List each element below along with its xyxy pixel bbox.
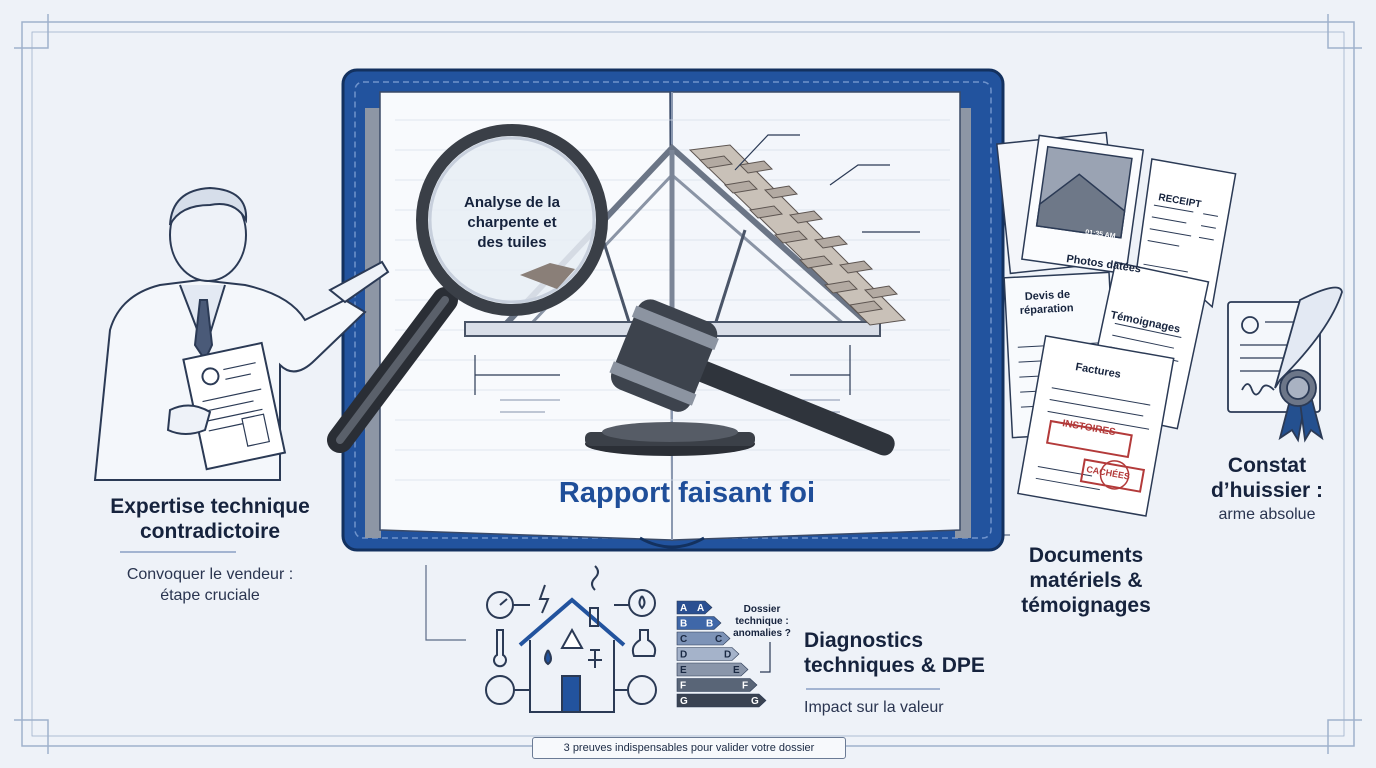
magnifier-line-2: charpente et [467, 214, 556, 231]
dpe-letter-a-end: A [697, 603, 704, 614]
far-right-title-line-1: Constat [1227, 454, 1307, 477]
dpe-letter-f-end: F [742, 681, 748, 692]
photo-time-label: 01:35 AM [1085, 229, 1116, 240]
bottom-subtitle: Impact sur la valeur [804, 699, 944, 716]
dpe-letter-e-end: E [733, 665, 740, 676]
right-title-line-3: témoignages [1021, 594, 1151, 617]
magnifier-line-1: Analyse de la [464, 194, 561, 211]
factures-document [1017, 335, 1175, 517]
magnifier-caption: Analyse de la charpente et des tuiles [464, 194, 561, 251]
dpe-letter-b-end: B [706, 619, 713, 630]
house-diagnostic-icon [485, 565, 657, 713]
dpe-bar-g [676, 693, 767, 708]
dpe-letter-e: E [680, 665, 687, 676]
bottom-title-line-1: Diagnostics [804, 629, 924, 652]
photo-document [1021, 134, 1145, 275]
right-title: Documents matériels & témoignages [996, 543, 1176, 618]
gavel-icon [585, 299, 895, 456]
dpe-letter-d-end: D [724, 650, 731, 661]
dpe-bar-f [676, 678, 758, 692]
dpe-note-line-3: anomalies ? [733, 628, 791, 639]
dpe-note: Dossier technique : anomalies ? [733, 604, 791, 639]
dpe-letter-a: A [680, 603, 687, 614]
certified-deed-icon [1227, 286, 1343, 443]
magnifier-line-3: des tuiles [477, 234, 546, 251]
dpe-letter-c-end: C [715, 634, 722, 645]
dpe-letter-d: D [680, 650, 687, 661]
bottom-title: Diagnostics techniques & DPE [804, 628, 1024, 678]
left-subtitle-line-2: étape cruciale [160, 587, 260, 604]
devis-label-2: réparation [1020, 302, 1075, 317]
right-title-line-2: matériels & [1029, 569, 1143, 592]
right-title-line-1: Documents [1028, 544, 1144, 567]
center-title: Rapport faisant foi [559, 477, 815, 509]
dpe-letter-b: B [680, 619, 687, 630]
dpe-letter-g-end: G [751, 696, 759, 707]
far-right-subtitle: arme absolue [1218, 506, 1316, 523]
expert-figure [93, 186, 390, 481]
evidence-documents [996, 131, 1237, 517]
left-title: Expertise technique contradictoire [70, 494, 350, 544]
dpe-bar-d [676, 647, 740, 661]
left-subtitle-line-1: Convoquer le vendeur : [126, 566, 294, 583]
dpe-letter-g: G [680, 696, 688, 707]
dpe-letter-f: F [680, 681, 686, 692]
dpe-bar-b [676, 616, 722, 630]
left-title-line-1: Expertise technique [110, 495, 310, 518]
magnifier-icon [327, 124, 608, 453]
footer-caption: 3 preuves indispensables pour valider vo… [532, 737, 846, 759]
far-right-title: Constat d’huissier : [1192, 453, 1342, 503]
dpe-note-line-1: Dossier [744, 604, 781, 615]
dpe-letter-c: C [680, 634, 687, 645]
dpe-bar-c [676, 631, 731, 646]
left-title-line-2: contradictoire [139, 520, 281, 543]
dpe-bar-a [676, 600, 713, 615]
dpe-bar-e [676, 662, 749, 677]
dpe-note-line-2: technique : [735, 616, 788, 627]
left-subtitle: Convoquer le vendeur : étape cruciale [70, 564, 350, 606]
bottom-title-line-2: techniques & DPE [804, 654, 985, 677]
devis-label-1: Devis de [1025, 289, 1071, 303]
far-right-title-line-2: d’huissier : [1210, 479, 1324, 502]
